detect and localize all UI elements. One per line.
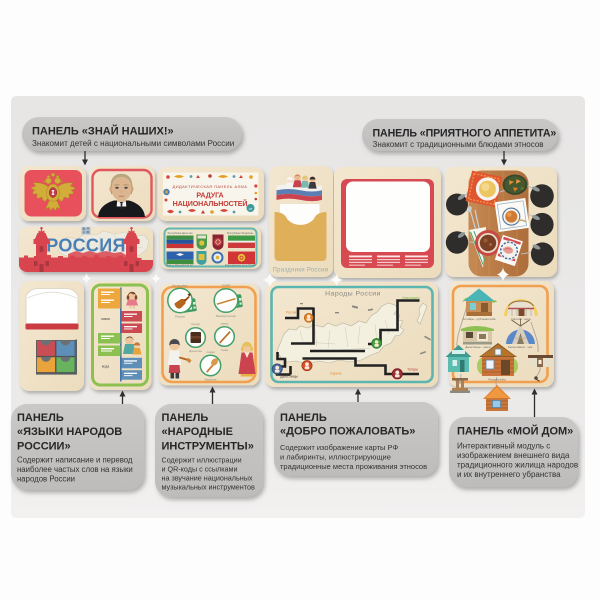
svg-text:и их внутреннего убранства: и их внутреннего убранства xyxy=(457,470,561,479)
svg-text:традиционного жилища народов: традиционного жилища народов xyxy=(457,461,578,470)
svg-text:«НАРОДНЫЕ: «НАРОДНЫЕ xyxy=(162,426,234,438)
svg-text:ПАНЕЛЬ: ПАНЕЛЬ xyxy=(17,412,64,424)
svg-text:Башкортостан: Башкортостан xyxy=(216,314,236,318)
svg-text:Знакомит детей с национальными: Знакомит детей с национальными символами… xyxy=(32,139,234,148)
svg-text:Дагестан: Дагестан xyxy=(189,349,202,353)
svg-text:вода: вода xyxy=(102,365,110,369)
svg-text:Содержит написание и перевод: Содержит написание и перевод xyxy=(17,456,133,465)
svg-text:ЭТ: ЭТ xyxy=(249,207,253,211)
svg-text:и QR-коды с ссылками: и QR-коды с ссылками xyxy=(162,465,238,474)
svg-text:хомус: хомус xyxy=(220,322,229,326)
svg-text:изображением внешнего вида: изображением внешнего вида xyxy=(457,451,570,460)
svg-text:РОССИИ»: РОССИИ» xyxy=(17,440,71,452)
svg-text:НАЦИОНАЛЬНОСТЕЙ: НАЦИОНАЛЬНОСТЕЙ xyxy=(173,199,248,208)
svg-text:Содержит изображение карты РФ: Содержит изображение карты РФ xyxy=(280,443,398,452)
svg-text:на звучание национальных: на звучание национальных xyxy=(162,474,253,483)
svg-text:Республика Дагестан: Республика Дагестан xyxy=(168,232,193,235)
svg-text:наиболее частых слов на языки: наиболее частых слов на языки xyxy=(17,465,133,474)
svg-text:Народы России: Народы России xyxy=(325,291,381,298)
svg-text:Татары: Татары xyxy=(407,368,418,372)
svg-text:Киргизы - юрта: Киргизы - юрта xyxy=(511,317,531,321)
svg-text:Ханты-Мансийский АО: Ханты-Мансийский АО xyxy=(167,264,194,267)
svg-text:тёнгур: тёнгур xyxy=(191,322,200,326)
svg-text:Республика Татарстан: Республика Татарстан xyxy=(227,232,254,235)
svg-text:ПАНЕЛЬ «ПРИЯТНОГО АППЕТИТА»: ПАНЕЛЬ «ПРИЯТНОГО АППЕТИТА» xyxy=(373,128,557,140)
svg-text:ДИДАКТИЧЕСКАЯ ПАНЕЛЬ АЛМА: ДИДАКТИЧЕСКАЯ ПАНЕЛЬ АЛМА xyxy=(173,184,248,189)
svg-text:«ДОБРО ПОЖАЛОВАТЬ»: «ДОБРО ПОЖАЛОВАТЬ» xyxy=(280,426,415,438)
svg-text:Карелы: Карелы xyxy=(330,372,342,376)
svg-text:Ханты-манси - чум: Ханты-манси - чум xyxy=(508,345,532,349)
svg-text:ПАНЕЛЬ: ПАНЕЛЬ xyxy=(162,412,209,424)
svg-text:Содержит иллюстрации: Содержит иллюстрации xyxy=(162,456,242,465)
svg-text:Россия: Россия xyxy=(286,311,297,315)
svg-text:Интерактивный модуль с: Интерактивный модуль с xyxy=(457,442,550,451)
svg-text:музыкальных инструментов: музыкальных инструментов xyxy=(162,483,255,492)
svg-text:балалайка: балалайка xyxy=(173,284,188,288)
svg-text:Русская изба: Русская изба xyxy=(488,378,506,382)
svg-text:Знакомит с традиционными блюда: Знакомит с традиционными блюдами этносов xyxy=(373,140,544,149)
svg-text:Карачаевская республика: Карачаевская республика xyxy=(225,264,256,267)
svg-text:Дагестанцы: Дагестанцы xyxy=(280,375,298,379)
svg-text:ложки: ложки xyxy=(206,350,215,354)
svg-text:ИНСТРУМЕНТЫ»: ИНСТРУМЕНТЫ» xyxy=(162,440,254,452)
svg-text:ПАНЕЛЬ «МОЙ ДОМ»: ПАНЕЛЬ «МОЙ ДОМ» xyxy=(457,425,573,438)
svg-text:мама: мама xyxy=(101,317,110,321)
svg-text:Дагестанцы - сакля: Дагестанцы - сакля xyxy=(465,345,491,349)
svg-text:РОССИЯ: РОССИЯ xyxy=(46,236,125,256)
svg-text:народов России: народов России xyxy=(17,475,75,484)
svg-text:РАДУГА: РАДУГА xyxy=(196,192,223,200)
svg-text:«ЯЗЫКИ НАРОДОВ: «ЯЗЫКИ НАРОДОВ xyxy=(17,426,122,438)
svg-text:ПАНЕЛЬ «ЗНАЙ НАШИХ!»: ПАНЕЛЬ «ЗНАЙ НАШИХ!» xyxy=(32,125,174,138)
svg-text:Камчадалы: Камчадалы xyxy=(402,296,420,300)
svg-text:Тыва: Тыва xyxy=(221,348,228,352)
svg-text:Россия: Россия xyxy=(175,315,185,319)
svg-text:Праздники России: Праздники России xyxy=(273,268,329,274)
svg-text:традиционные места проживания: традиционные места проживания этносов xyxy=(280,462,427,471)
svg-text:ПАНЕЛЬ: ПАНЕЛЬ xyxy=(280,412,327,424)
svg-text:и лабиринты, иллюстрирующие: и лабиринты, иллюстрирующие xyxy=(280,453,391,462)
svg-text:курай: курай xyxy=(222,283,230,287)
svg-text:Алтайцы - рубленая изба: Алтайцы - рубленая изба xyxy=(463,317,496,321)
svg-text:Карелия: Карелия xyxy=(205,378,217,382)
